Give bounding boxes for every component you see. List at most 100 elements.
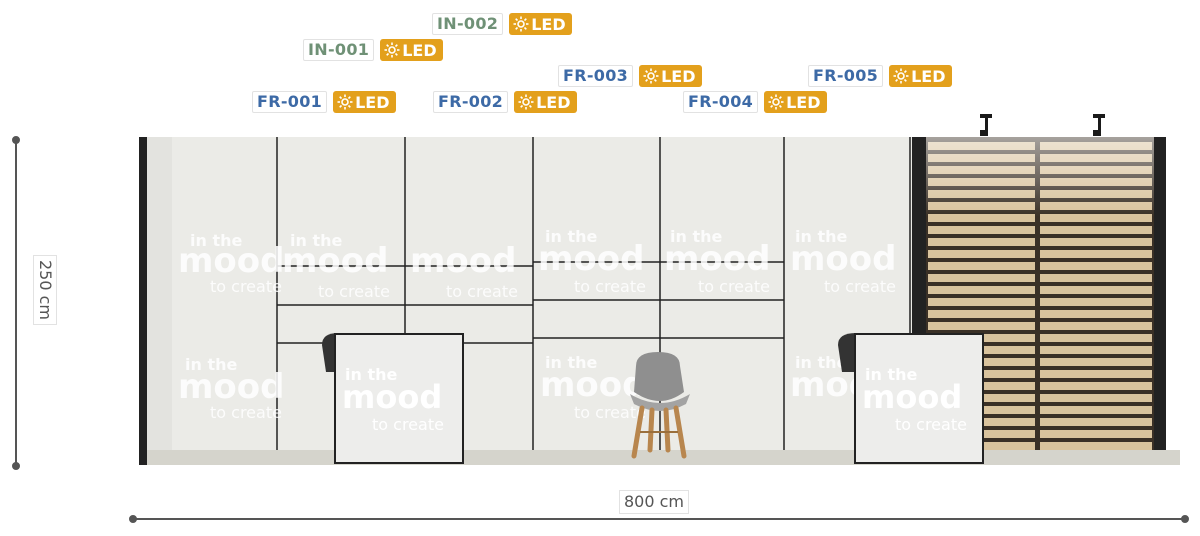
brand-row-3-mood: mood xyxy=(410,241,516,281)
brand-row-1: in the xyxy=(190,231,242,250)
brand-line-2: mood xyxy=(790,239,896,279)
brand-line-2: mood xyxy=(540,365,646,405)
sun-icon xyxy=(643,68,659,84)
led-label: LED xyxy=(355,92,390,112)
brand-line-3: to create xyxy=(210,403,282,422)
brand-row-3-sub: to create xyxy=(446,282,518,301)
sun-icon xyxy=(337,94,353,110)
wall-branding: in the mood to create in the mood to cre… xyxy=(178,227,896,422)
chair xyxy=(630,352,690,459)
brand-row-4: in the xyxy=(545,227,597,246)
brand-line-3: to create xyxy=(446,282,518,301)
brand-line-3: to create xyxy=(698,277,770,296)
brand-line-3: to create xyxy=(210,277,282,296)
counter-right-brand-3: to create xyxy=(895,415,967,434)
sun-icon xyxy=(384,42,400,58)
fixture-tag-fr-003[interactable]: FR-003 LED xyxy=(558,65,702,87)
led-badge: LED xyxy=(764,91,827,113)
brand-line-2: mood xyxy=(282,241,388,281)
fixture-tag-fr-001[interactable]: FR-001 LED xyxy=(252,91,396,113)
counter-right: in the mood to create xyxy=(838,333,984,464)
brand-line-3: to create xyxy=(824,277,896,296)
height-dimension-line xyxy=(12,136,20,470)
brand-row-8-mood: mood xyxy=(540,365,646,405)
fixture-tag-in-001[interactable]: IN-001 LED xyxy=(303,39,443,61)
brand-line-1: in the xyxy=(795,353,847,372)
led-label: LED xyxy=(536,92,571,112)
led-label: LED xyxy=(786,92,821,112)
spotlight-icon xyxy=(980,114,1105,136)
width-dimension-label: 800 cm xyxy=(619,490,690,514)
led-badge: LED xyxy=(380,39,443,61)
brand-line-2: mood xyxy=(178,367,284,407)
brand-row-8: in the xyxy=(545,353,597,372)
height-dimension-label: 250 cm xyxy=(33,254,58,326)
brand-row-5: in the xyxy=(670,227,722,246)
fixture-code: FR-004 xyxy=(683,91,759,113)
brand-row-6-mood: mood xyxy=(790,239,896,279)
counter-left-brand-1: in the xyxy=(345,365,397,384)
brand-line-1: in the xyxy=(545,227,597,246)
brand-line-1: in the xyxy=(545,353,597,372)
sun-icon xyxy=(513,16,529,32)
fixture-code: FR-005 xyxy=(808,65,884,87)
counter-left: in the mood to create xyxy=(322,333,464,464)
led-badge: LED xyxy=(889,65,952,87)
counter-left-brand-2: mood xyxy=(342,378,442,416)
brand-row-2-mood: mood xyxy=(282,241,388,281)
fixture-code: IN-001 xyxy=(303,39,375,61)
led-badge: LED xyxy=(639,65,702,87)
sun-icon xyxy=(518,94,534,110)
slat-wall xyxy=(912,114,1166,450)
left-return-panel xyxy=(147,137,172,450)
brand-line-1: in the xyxy=(670,227,722,246)
brand-row-1-mood: mood xyxy=(178,241,284,281)
brand-row-5-mood: mood xyxy=(664,239,770,279)
led-badge: LED xyxy=(514,91,577,113)
fixture-tag-fr-002[interactable]: FR-002 LED xyxy=(433,91,577,113)
brand-row-4-sub: to create xyxy=(574,277,646,296)
fixture-code: FR-003 xyxy=(558,65,634,87)
fixture-code: IN-002 xyxy=(432,13,504,35)
sun-icon xyxy=(768,94,784,110)
brand-line-1: in the xyxy=(290,231,342,250)
counter-right-brand-1: in the xyxy=(865,365,917,384)
brand-row-4-mood: mood xyxy=(538,239,644,279)
brand-line-3: to create xyxy=(574,277,646,296)
led-label: LED xyxy=(402,40,437,60)
brand-line-2: mood xyxy=(538,239,644,279)
led-label: LED xyxy=(911,66,946,86)
floor xyxy=(140,450,1180,465)
brand-line-2: mood xyxy=(664,239,770,279)
fixture-tag-fr-005[interactable]: FR-005 LED xyxy=(808,65,952,87)
brand-line-1: in the xyxy=(185,355,237,374)
width-dimension-line xyxy=(129,515,1189,523)
counter-right-brand-2: mood xyxy=(862,378,962,416)
brand-row-2: in the xyxy=(290,231,342,250)
led-badge: LED xyxy=(509,13,572,35)
brand-row-8-sub: to create xyxy=(574,403,646,422)
brand-row-6-sub: to create xyxy=(824,277,896,296)
brand-row-1-sub: to create xyxy=(210,277,282,296)
brand-row-2-sub: to create xyxy=(318,282,390,301)
led-label: LED xyxy=(531,14,566,34)
brand-row-7: in the xyxy=(185,355,237,374)
fixture-code: FR-001 xyxy=(252,91,328,113)
brand-line-1: in the xyxy=(795,227,847,246)
brand-row-6: in the xyxy=(795,227,847,246)
led-badge: LED xyxy=(333,91,396,113)
brand-row-9: in the xyxy=(795,353,847,372)
counter-left-brand-3: to create xyxy=(372,415,444,434)
brand-line-3: to create xyxy=(574,403,646,422)
fixture-tag-fr-004[interactable]: FR-004 LED xyxy=(683,91,827,113)
left-frame xyxy=(139,137,147,465)
brand-line-3: to create xyxy=(318,282,390,301)
brand-line-2: mood xyxy=(410,241,516,281)
brand-line-2: mood xyxy=(178,241,284,281)
panel-wall xyxy=(172,137,912,450)
fixture-code: FR-002 xyxy=(433,91,509,113)
brand-row-7-sub: to create xyxy=(210,403,282,422)
fixture-tag-in-002[interactable]: IN-002 LED xyxy=(432,13,572,35)
brand-line-1: in the xyxy=(190,231,242,250)
